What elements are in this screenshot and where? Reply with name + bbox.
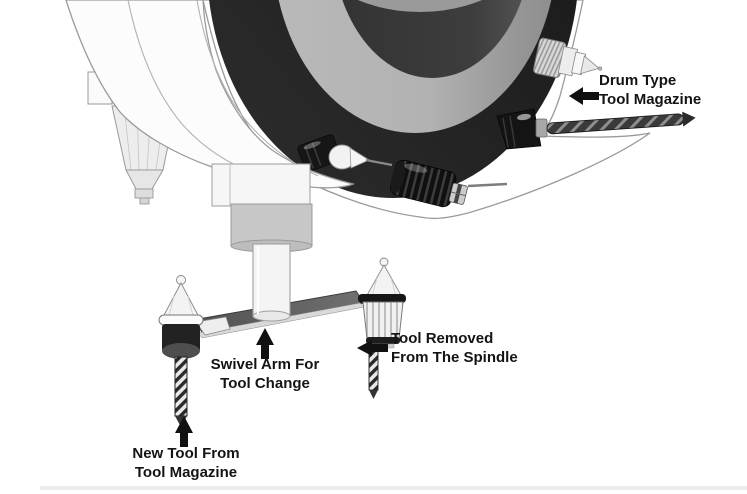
removed-tool-drill-bit (368, 347, 379, 399)
drum-hub (342, 0, 522, 78)
new-tool-holder (158, 275, 204, 427)
label-drum-line1: Drum Type (599, 72, 677, 89)
drum-label-arrow-left-icon (569, 87, 599, 105)
bottom-divider (40, 486, 747, 490)
label-drum-line2: Tool Magazine (599, 91, 702, 108)
label-removed-line1: Tool Removed (391, 330, 494, 347)
newtool-label-arrow-up-icon (175, 416, 193, 447)
label-swivel-arm-for-tool-change: Swivel Arm For Tool Change (200, 355, 330, 393)
label-swivel-line1: Swivel Arm For (210, 356, 320, 373)
label-new-tool-from-magazine: New Tool From Tool Magazine (116, 444, 256, 482)
drum-hub-bore (357, 0, 483, 12)
swivel-arm-lug (195, 316, 231, 336)
body-cover (65, 0, 356, 189)
removed-tool-holder (358, 257, 406, 399)
new-tool-drill-bit (174, 356, 188, 427)
label-newtool-line1: New Tool From (132, 445, 240, 462)
magazine-tool-cone (297, 134, 393, 173)
spindle-block (211, 163, 311, 207)
label-newtool-line2: Tool Magazine (134, 464, 238, 481)
long-drill-bit (546, 111, 696, 135)
magazine-tool-long-drill (496, 108, 696, 150)
magazine-tool-chuck (390, 159, 508, 208)
label-tool-removed-from-spindle: Tool Removed From The Spindle (391, 329, 518, 367)
magazine-tool-top (533, 37, 603, 78)
label-drum-type-tool-magazine: Drum Type Tool Magazine (599, 71, 701, 109)
spindle-head (211, 163, 313, 253)
swivel-pivot-column (252, 243, 291, 322)
swivel-label-arrow-up-icon (256, 328, 274, 359)
label-removed-line2: From The Spindle (391, 349, 518, 366)
removed-label-arrow-left-icon (357, 340, 388, 356)
body-seam-2 (196, 0, 319, 177)
label-swivel-line2: Tool Change (220, 375, 310, 392)
machine-body (65, 0, 356, 205)
spindle-collar (230, 203, 313, 247)
